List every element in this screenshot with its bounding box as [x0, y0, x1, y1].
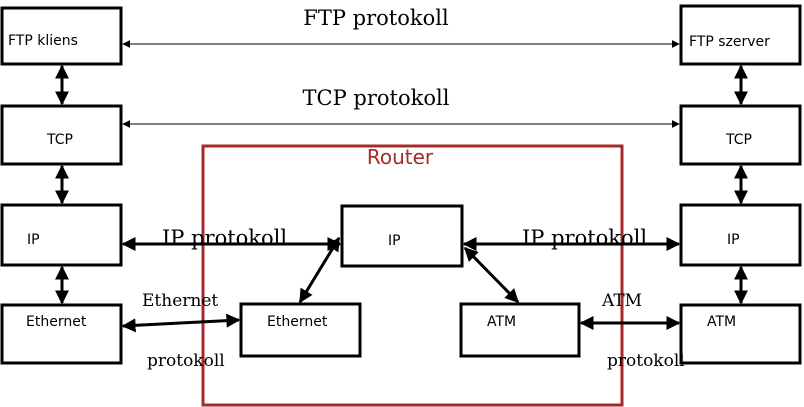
tcp-protocol-label: TCP protokoll [303, 86, 450, 110]
client-ethernet-label: Ethernet [26, 314, 87, 330]
ip-right-protocol-label: IP protokoll [522, 226, 647, 250]
server-tcp-label: TCP [725, 132, 752, 148]
server-ftp-label: FTP szerver [689, 34, 770, 50]
ethernet-protocol-label-top: Ethernet [142, 291, 218, 311]
ftp-protocol-label: FTP protokoll [303, 6, 449, 30]
server-ip-box [679, 203, 802, 267]
router-ip-box [340, 204, 464, 268]
client-ip-box [0, 203, 123, 267]
server-ip-label: IP [727, 232, 740, 248]
ethernet-protocol-arrow [121, 313, 241, 333]
client-ethernet-box [0, 303, 123, 365]
router-stack: IP Ethernet ATM [239, 204, 581, 358]
client-ftp-box [0, 6, 123, 66]
router-ip-ethernet-arrow [298, 236, 341, 304]
router-frame [201, 144, 624, 407]
atm-protocol-label-bottom: protokoll [607, 351, 685, 371]
router-atm-label: ATM [487, 314, 516, 330]
server-atm-box [679, 303, 802, 365]
client-ftp-label: FTP kliens [8, 33, 78, 49]
client-tcp-label: TCP [46, 132, 73, 148]
server-stack: FTP szerver TCP IP ATM [679, 4, 802, 365]
ethernet-protocol-label-bottom: protokoll [147, 351, 225, 371]
ip-left-protocol-label: IP protokoll [162, 226, 287, 250]
client-stack: FTP kliens TCP IP Ethernet [0, 6, 123, 365]
client-tcp-box [0, 104, 123, 166]
router-ip-atm-arrow [463, 246, 520, 304]
router-ethernet-label: Ethernet [267, 314, 328, 330]
router-ip-label: IP [388, 233, 401, 249]
atm-protocol-label-top: ATM [601, 291, 642, 311]
server-tcp-box [679, 104, 802, 166]
server-ftp-box [679, 4, 802, 66]
router-atm-box [459, 302, 581, 358]
client-ip-label: IP [27, 232, 40, 248]
router-ethernet-box [239, 302, 362, 358]
server-atm-label: ATM [707, 314, 736, 330]
router-title: Router [367, 145, 434, 169]
